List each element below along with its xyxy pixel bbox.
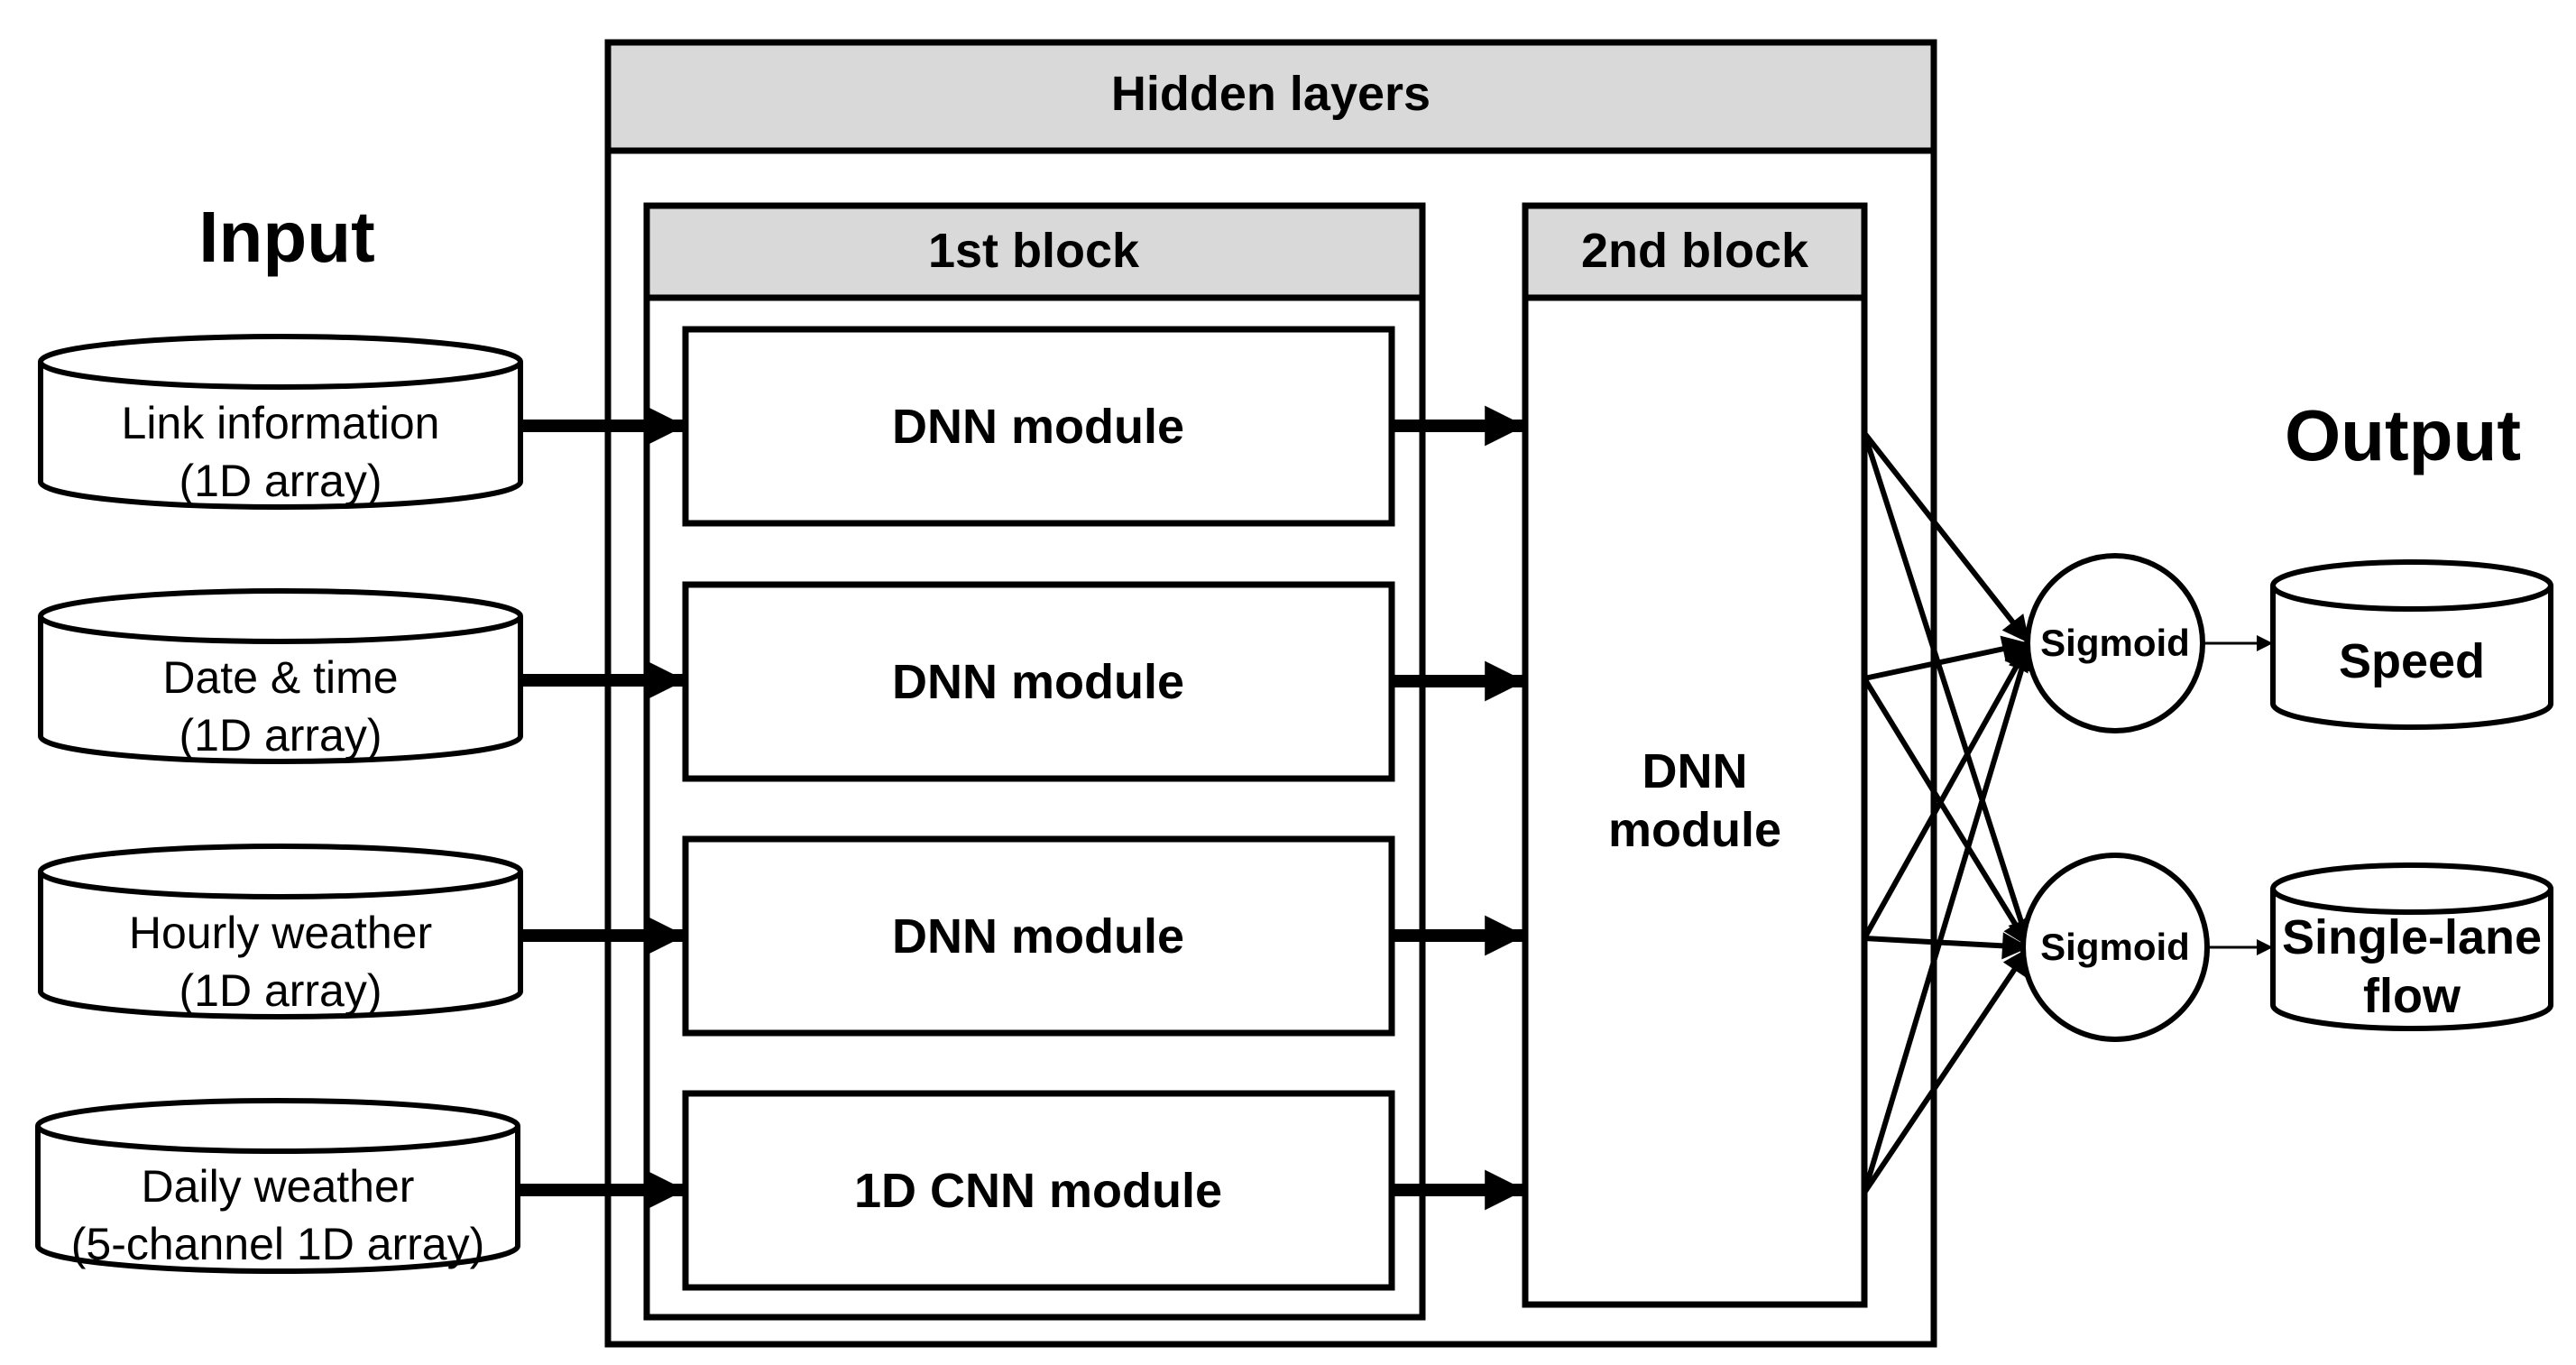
input-cylinder-date-time: Date & time (1D array) — [38, 588, 523, 764]
output-cylinder-speed: Speed — [2270, 559, 2553, 730]
second-block-title: 2nd block — [1581, 224, 1809, 278]
block-arrows — [1392, 405, 1525, 1211]
input-label-line2: (5-channel 1D array) — [71, 1219, 485, 1269]
module-label: DNN module — [892, 400, 1184, 454]
input-label-line2: (1D array) — [179, 456, 382, 506]
hidden-layers-title: Hidden layers — [1111, 67, 1431, 121]
input-label-line1: Date & time — [162, 652, 398, 703]
input-cylinder-hourly-weather: Hourly weather (1D array) — [38, 844, 523, 1019]
output-label-line1: Single-lane — [2282, 910, 2542, 964]
dnn-module-1: DNN module — [682, 326, 1395, 527]
output-title: Output — [2285, 395, 2521, 475]
input-label-line1: Link information — [122, 398, 440, 448]
first-block-title: 1st block — [928, 224, 1140, 278]
sigmoid-node-2: Sigmoid — [2020, 853, 2210, 1042]
input-title: Input — [198, 197, 374, 277]
sigmoid-label: Sigmoid — [2040, 622, 2190, 664]
sigmoid-node-1: Sigmoid — [2025, 553, 2205, 733]
input-label-line2: (1D array) — [179, 965, 382, 1016]
input-cylinder-link-information: Link information (1D array) — [38, 334, 523, 510]
output-label-line2: flow — [2363, 969, 2461, 1023]
first-block: 1st block DNN module DNN module DNN modu… — [643, 202, 1426, 1321]
cnn-module: 1D CNN module — [682, 1090, 1395, 1291]
module-label: DNN module — [892, 909, 1184, 964]
module-label: DNN module — [892, 655, 1184, 709]
input-label-line1: Hourly weather — [129, 908, 432, 958]
output-label-line1: Speed — [2339, 634, 2485, 688]
sigmoid-label: Sigmoid — [2040, 926, 2190, 968]
second-block-module-line1: DNN — [1642, 744, 1748, 798]
output-arrows — [2203, 635, 2273, 955]
input-label-line2: (1D array) — [179, 710, 382, 761]
second-block: 2nd block DNN module — [1522, 202, 1868, 1308]
input-label-line1: Daily weather — [142, 1161, 415, 1212]
output-cylinder-single-lane-flow: Single-lane flow — [2270, 862, 2553, 1031]
module-label: 1D CNN module — [854, 1164, 1222, 1218]
dnn-module-2: DNN module — [682, 581, 1395, 782]
dnn-module-3: DNN module — [682, 835, 1395, 1037]
fanout-arrows — [1862, 431, 2035, 1194]
second-block-module-line2: module — [1608, 803, 1781, 857]
input-arrows — [518, 405, 685, 1211]
input-cylinder-daily-weather: Daily weather (5-channel 1D array) — [35, 1098, 520, 1274]
